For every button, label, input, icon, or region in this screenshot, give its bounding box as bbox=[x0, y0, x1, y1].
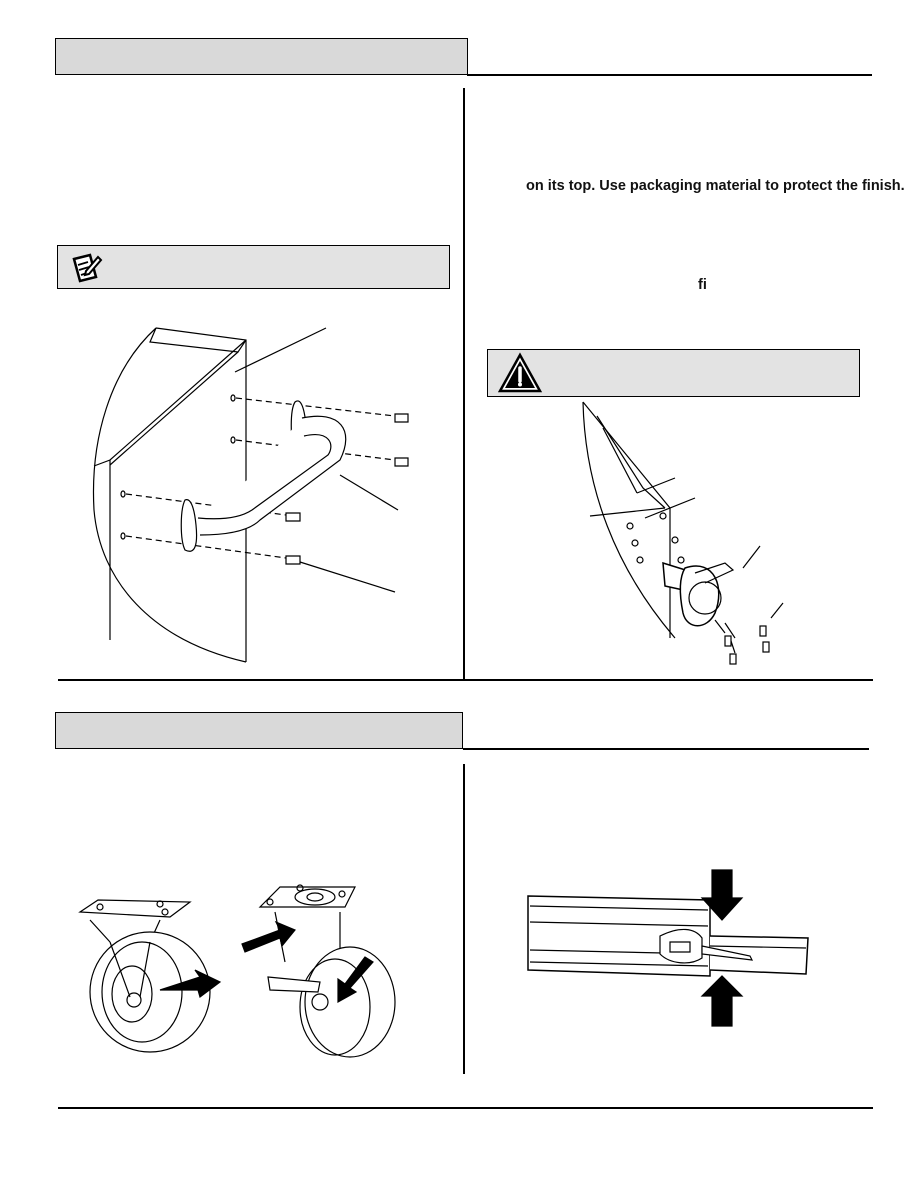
caster-installation-illustration bbox=[582, 401, 784, 665]
caster-types-illustration bbox=[78, 884, 396, 1058]
warning-triangle-icon bbox=[497, 352, 543, 393]
section-bottom-rule-top bbox=[58, 679, 873, 681]
instruction-text-line: on its top. Use packaging material to pr… bbox=[526, 178, 905, 194]
handle-installation-illustration bbox=[92, 327, 409, 663]
warning-callout bbox=[487, 349, 860, 397]
section-header-rule-bottom bbox=[463, 748, 869, 750]
column-divider-bottom bbox=[463, 764, 465, 1074]
page-bottom-rule bbox=[58, 1107, 873, 1109]
column-divider-top bbox=[463, 88, 465, 680]
note-callout bbox=[57, 245, 450, 289]
drawer-slide-release-illustration bbox=[527, 869, 809, 1027]
note-pencil-icon bbox=[72, 253, 103, 283]
section-header-left-top bbox=[55, 38, 468, 75]
instruction-text-fragment: fi bbox=[698, 277, 707, 293]
section-header-left-bottom bbox=[55, 712, 463, 749]
section-header-rule-top bbox=[467, 74, 872, 76]
